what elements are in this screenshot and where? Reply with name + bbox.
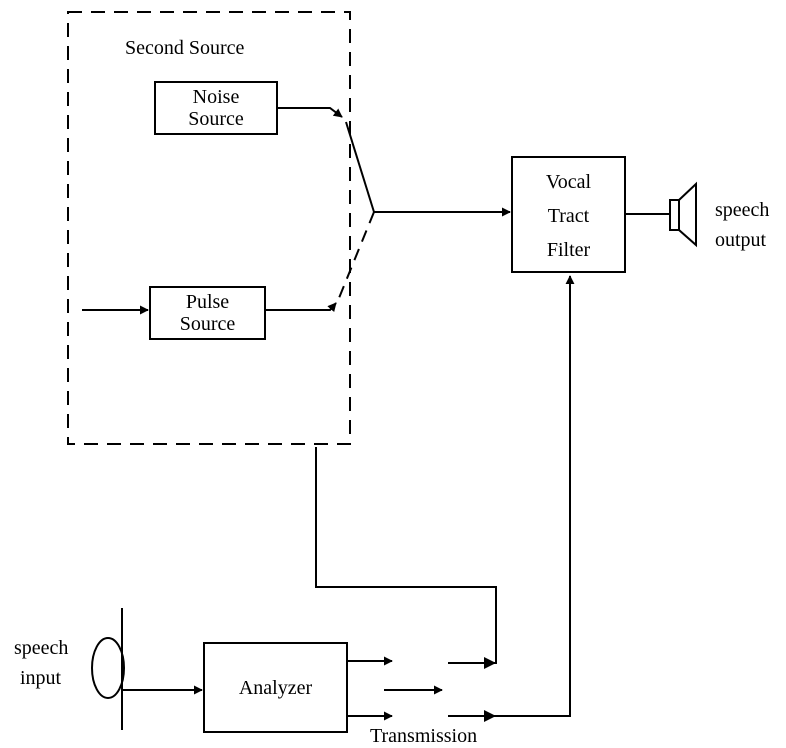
vocal-tract-filter-block — [511, 156, 626, 273]
analyzer-block — [203, 642, 348, 733]
speech-input-label-line2: input — [20, 667, 62, 689]
filter-control-wire — [448, 275, 575, 717]
noise-output-wire — [277, 107, 343, 118]
speech-output-label-line1: speech — [715, 199, 770, 221]
vocal-tract-filter-label-line2: Tract — [547, 205, 590, 227]
switch-arm — [345, 121, 375, 213]
noise-source-label-line2: Source — [188, 108, 244, 130]
noise-source-label-line1: Noise — [192, 86, 240, 108]
transmission-label: Transmission — [370, 725, 478, 747]
source-control-wire — [315, 447, 497, 664]
speech-output-label-line2: output — [715, 229, 767, 251]
vocal-tract-filter-label-line3: Filter — [546, 239, 591, 261]
second-source-label: Second Source — [125, 37, 245, 59]
analyzer-label: Analyzer — [238, 677, 313, 699]
noise-source-block — [154, 81, 278, 135]
microphone-icon — [91, 637, 125, 699]
speaker-icon — [669, 199, 680, 231]
speaker-cone-icon — [678, 181, 697, 248]
pulse-output-wire — [265, 302, 337, 313]
speech-input-label-line1: speech — [14, 637, 69, 659]
pulse-source-block — [149, 286, 266, 340]
switch-alternate-arm — [338, 211, 375, 299]
pulse-source-label-line2: Source — [179, 313, 236, 335]
pulse-source-label-line1: Pulse — [185, 291, 230, 313]
second-source-region — [67, 11, 351, 445]
vocal-tract-filter-label-line1: Vocal — [545, 171, 592, 193]
